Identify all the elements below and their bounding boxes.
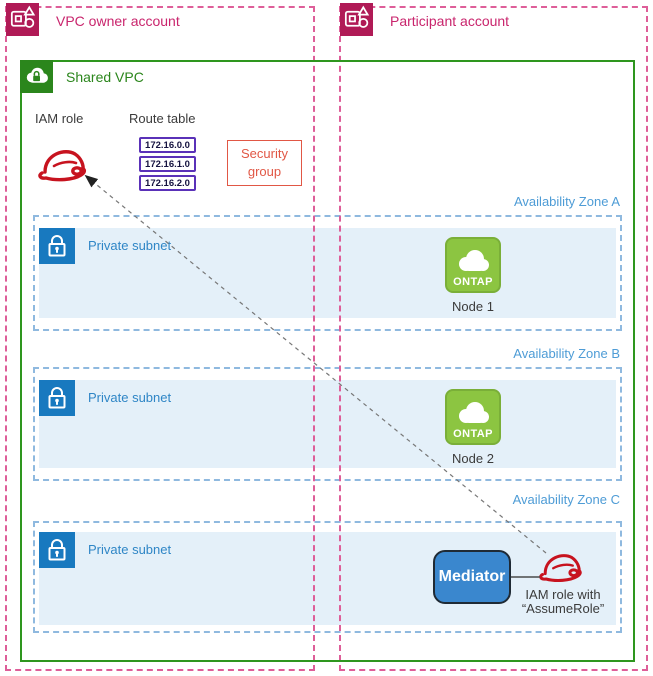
- owner-account-label: VPC owner account: [56, 13, 180, 29]
- iam-role-label: IAM role: [35, 111, 84, 126]
- route-table: 172.16.0.0 172.16.1.0 172.16.2.0: [139, 137, 196, 191]
- lock-icon: [39, 532, 75, 568]
- account-icon: [340, 3, 373, 36]
- iam-role-hat-icon: [37, 141, 93, 192]
- route-entry: 172.16.2.0: [139, 175, 196, 191]
- assume-role-line2: “AssumeRole”: [521, 601, 605, 617]
- assume-role-caption: IAM role with “AssumeRole”: [478, 587, 648, 617]
- vpc-owner-account-box: VPC owner account: [5, 3, 315, 671]
- vpc-cloud-lock-icon: [20, 60, 53, 93]
- account-icon: [6, 3, 39, 36]
- security-group-box: Security group: [227, 140, 302, 186]
- participant-account-box: Participant account: [339, 3, 648, 671]
- route-entry: 172.16.1.0: [139, 156, 196, 172]
- participant-account-label: Participant account: [390, 13, 510, 29]
- route-table-label: Route table: [129, 111, 196, 126]
- route-entry: 172.16.0.0: [139, 137, 196, 153]
- lock-icon: [39, 228, 75, 264]
- assume-role-hat-icon: [538, 546, 588, 592]
- mediator-box: Mediator: [433, 550, 511, 604]
- assume-role-line1: IAM role with: [525, 587, 601, 602]
- shared-vpc-label: Shared VPC: [66, 69, 144, 85]
- lock-icon: [39, 380, 75, 416]
